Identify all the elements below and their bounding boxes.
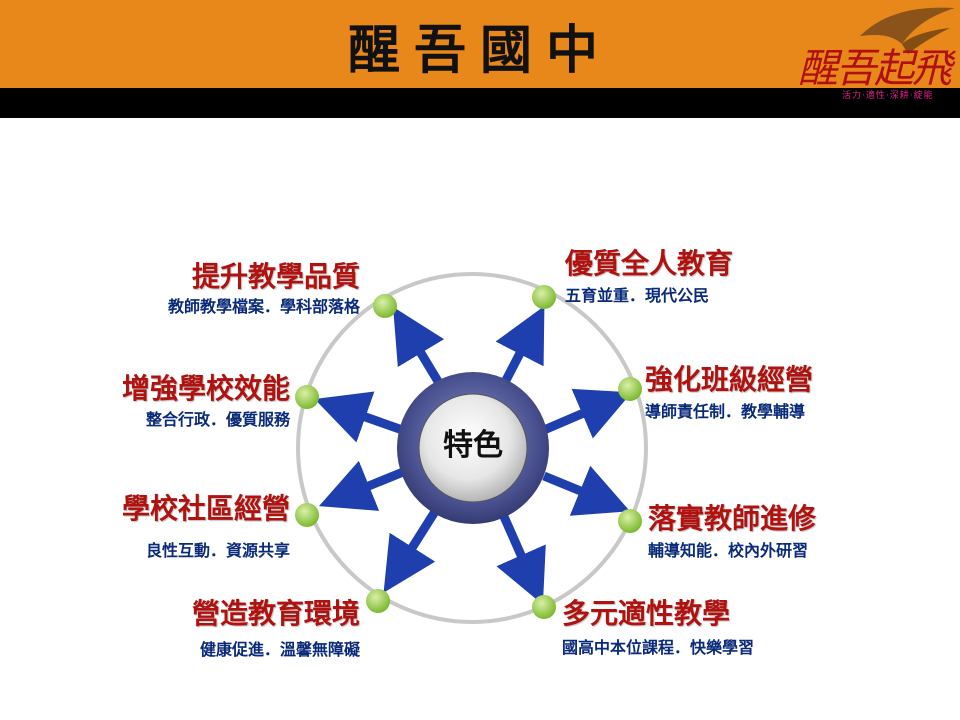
- arrow: [542, 388, 632, 439]
- node-title: 提升教學品質: [191, 260, 360, 293]
- node-subtitle: 良性互動．資源共享: [145, 541, 290, 560]
- arrows: [314, 306, 632, 605]
- header-bar: [0, 0, 960, 88]
- center-label: 特色: [443, 428, 503, 463]
- arrow: [314, 391, 410, 443]
- node-title: 學校社區經營: [121, 492, 290, 525]
- logo-subtitle: 活力·適性·深耕·綻能: [842, 91, 934, 101]
- node-subtitle: 國高中本位課程．快樂學習: [562, 638, 755, 657]
- connector-dot: [373, 294, 397, 318]
- node-subtitle: 健康促進．溫馨無障礙: [199, 640, 360, 659]
- node-title: 優質全人教育: [565, 247, 734, 280]
- connector-dots: [295, 285, 642, 619]
- arrow: [495, 306, 545, 391]
- page-title: 醒吾國中: [347, 20, 612, 81]
- arrow: [542, 465, 630, 516]
- connector-dot: [366, 589, 390, 613]
- center-hub: [397, 372, 549, 524]
- connector-dot: [618, 509, 642, 533]
- node-subtitle: 整合行政．優質服務: [145, 410, 290, 429]
- orbit-ring: [296, 272, 648, 624]
- school-logo: 醒吾起飛 活力·適性·深耕·綻能: [790, 6, 960, 118]
- node-subtitle: 教師教學檔案．學科部落格: [167, 297, 360, 316]
- node-title: 多元適性教學: [562, 597, 731, 630]
- arrow: [383, 507, 440, 593]
- header-divider: [0, 88, 960, 118]
- node-title: 強化班級經營: [645, 363, 814, 396]
- logo-text: 醒吾起飛: [798, 46, 952, 92]
- node-subtitle: 五育並重．現代公民: [565, 286, 710, 305]
- connector-dot: [618, 377, 642, 401]
- connector-dot: [295, 503, 319, 527]
- node-title: 落實教師進修: [648, 502, 817, 535]
- connector-dot: [295, 385, 319, 409]
- arrow: [393, 306, 446, 391]
- bird-icon: [860, 7, 955, 54]
- arrow: [318, 460, 410, 511]
- arrow: [496, 510, 546, 605]
- node-subtitle: 導師責任制．教學輔導: [645, 402, 806, 421]
- node-subtitle: 輔導知能．校內外研習: [648, 541, 809, 560]
- node-title: 增強學校效能: [121, 372, 290, 405]
- node-title: 營造教育環境: [191, 597, 360, 630]
- connector-dot: [532, 595, 556, 619]
- connector-dot: [532, 285, 556, 309]
- hub-inner-disc: [418, 393, 528, 503]
